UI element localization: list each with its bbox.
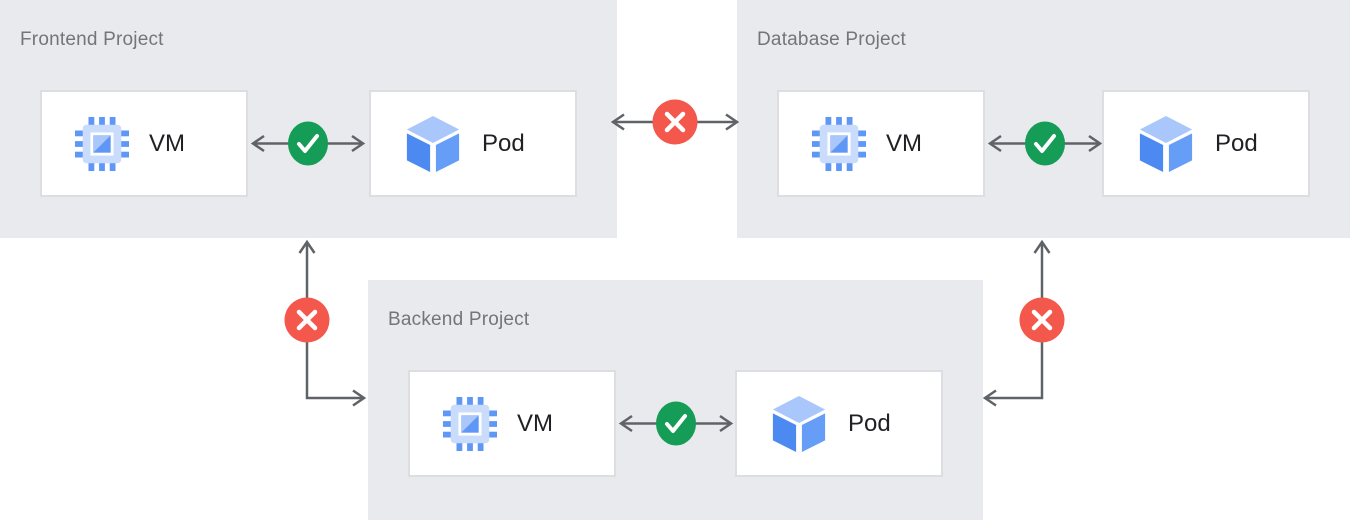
vm-chip-icon: [443, 397, 497, 451]
vm-node-label: VM: [886, 129, 922, 157]
elbow-double-arrow: [298, 239, 367, 407]
vm-node-label: VM: [517, 409, 553, 437]
x-circle-icon: [652, 99, 698, 145]
blocked-link-frontend-backend: [284, 239, 367, 407]
vm-node: VM: [408, 370, 616, 477]
project-panel-backend: Backend Project VM Pod: [368, 280, 983, 520]
x-circle-icon: [284, 297, 330, 343]
allowed-link-vm-pod: [985, 90, 1105, 197]
pod-node: Pod: [369, 90, 577, 197]
project-title: Backend Project: [388, 309, 530, 330]
allowed-link-vm-pod: [616, 370, 736, 477]
vm-node: VM: [777, 90, 985, 197]
project-title: Frontend Project: [20, 29, 164, 50]
vm-node: VM: [40, 90, 248, 197]
pod-node: Pod: [1102, 90, 1310, 197]
pod-node: Pod: [735, 370, 943, 477]
allowed-link-vm-pod: [248, 90, 368, 197]
pod-cube-icon: [1137, 114, 1195, 174]
vm-node-label: VM: [149, 129, 185, 157]
vm-chip-icon: [812, 117, 866, 171]
pod-node-label: Pod: [1215, 129, 1258, 157]
project-title: Database Project: [757, 29, 906, 50]
pod-node-label: Pod: [482, 129, 525, 157]
vm-chip-icon: [75, 117, 129, 171]
blocked-link-database-backend: [982, 239, 1065, 407]
elbow-double-arrow: [982, 239, 1051, 407]
pod-cube-icon: [404, 114, 462, 174]
project-panel-database: Database Project VM Pod: [737, 0, 1350, 238]
pod-cube-icon: [770, 394, 828, 454]
pod-node-label: Pod: [848, 409, 891, 437]
x-circle-icon: [1019, 297, 1065, 343]
project-panel-frontend: Frontend Project VM Pod: [0, 0, 617, 238]
blocked-link-frontend-database: [610, 99, 740, 145]
